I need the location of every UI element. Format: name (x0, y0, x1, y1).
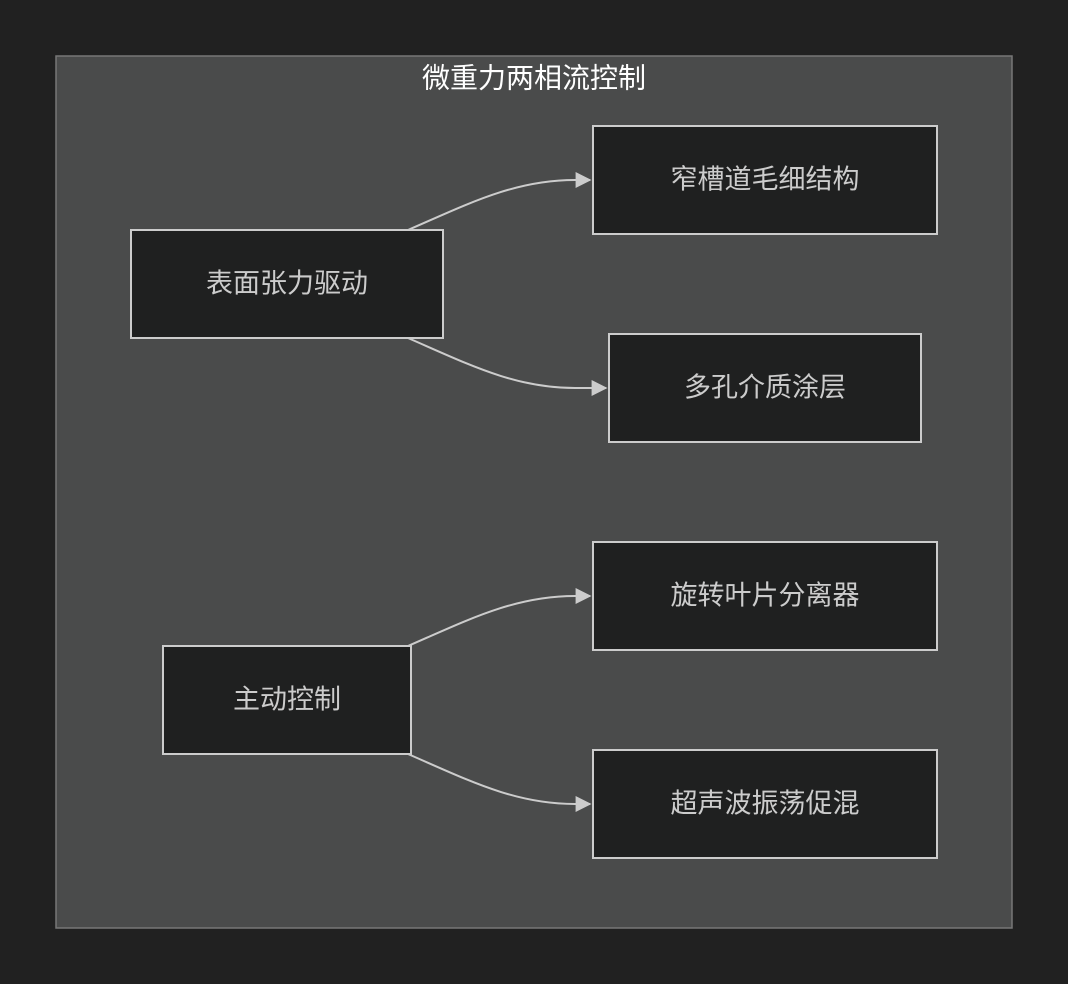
node-label: 主动控制 (233, 685, 341, 716)
cluster-title: 微重力两相流控制 (422, 62, 646, 95)
node-label: 多孔介质涂层 (684, 373, 846, 404)
node-surface-tension[interactable]: 表面张力驱动 (130, 229, 444, 339)
edge-d-f (407, 753, 592, 812)
node-label: 表面张力驱动 (206, 269, 368, 300)
node-label: 旋转叶片分离器 (671, 581, 860, 612)
node-porous-coating[interactable]: 多孔介质涂层 (608, 333, 922, 443)
node-label: 超声波振荡促混 (671, 789, 860, 820)
node-rotary-separator[interactable]: 旋转叶片分离器 (592, 541, 938, 651)
edge-d-e (407, 588, 592, 647)
node-active-control[interactable]: 主动控制 (162, 645, 412, 755)
node-ultrasonic-mixing[interactable]: 超声波振荡促混 (592, 749, 938, 859)
edge-a-c (407, 337, 608, 396)
edge-a-b (407, 172, 592, 231)
node-capillary-groove[interactable]: 窄槽道毛细结构 (592, 125, 938, 235)
node-label: 窄槽道毛细结构 (671, 165, 860, 196)
